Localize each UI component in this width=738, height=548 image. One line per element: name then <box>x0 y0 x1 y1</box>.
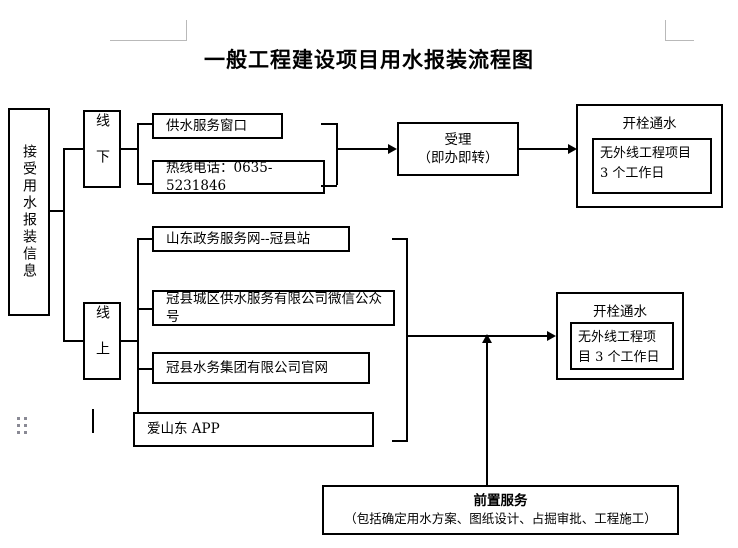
connector-online-merge-1 <box>392 238 408 240</box>
arrow-to-accept-icon <box>388 144 397 154</box>
node-label: 供水服务窗口 <box>166 117 247 134</box>
node-label: 线上 <box>94 305 110 377</box>
margin-guide-top-left <box>110 20 187 41</box>
node-accept[interactable]: 受理 （即办即转） <box>397 122 519 176</box>
connector-source-stem <box>50 210 64 212</box>
connector-source-split <box>63 148 65 342</box>
node-online-channel[interactable]: 线上 <box>83 302 121 380</box>
node-result-offline[interactable]: 开栓通水 无外线工程项目 3 个工作日 <box>576 104 723 208</box>
node-label: 山东政务服务网--冠县站 <box>166 230 311 247</box>
connector-online-fan <box>137 238 139 440</box>
node-aishandong-app[interactable]: 爱山东 APP <box>133 412 374 447</box>
connector-offline-merge-1 <box>321 123 337 125</box>
arrow-preservice-up-icon <box>482 334 492 343</box>
connector-to-offline <box>63 148 85 150</box>
connector-offline-out <box>121 148 138 150</box>
node-result-online-detail: 无外线工程项 目 3 个工作日 <box>570 322 674 370</box>
connector-online-to-result <box>407 335 550 337</box>
connector-offline-to-accept <box>337 148 391 150</box>
arrow-to-result-online-icon <box>547 331 556 341</box>
arrow-to-result-offline-icon <box>568 144 577 154</box>
detail-line2: 目 3 个工作日 <box>578 349 660 365</box>
node-label: 热线电话：0635-5231846 <box>166 159 273 194</box>
node-label: 线下 <box>94 113 110 185</box>
node-hotline[interactable]: 热线电话：0635-5231846 <box>152 160 325 194</box>
detail-line2: 3 个工作日 <box>600 165 665 181</box>
node-result-online[interactable]: 开栓通水 无外线工程项 目 3 个工作日 <box>556 292 684 380</box>
node-water-group-website[interactable]: 冠县水务集团有限公司官网 <box>152 352 370 384</box>
connector-offline-item-1 <box>137 123 153 125</box>
drag-handle-icon[interactable] <box>17 417 30 437</box>
node-title: 开栓通水 <box>622 116 677 132</box>
node-label: 接受用水报装信息 <box>21 144 37 280</box>
connector-accept-to-result <box>519 148 571 150</box>
node-receive-water-application-info[interactable]: 接受用水报装信息 <box>8 108 50 316</box>
connector-offline-merge-spine <box>336 123 338 185</box>
connector-offline-merge-2 <box>321 185 337 187</box>
connector-offline-item-2 <box>137 183 153 185</box>
node-result-offline-detail: 无外线工程项目 3 个工作日 <box>592 138 712 194</box>
margin-guide-top-right <box>665 20 694 41</box>
connector-online-merge-spine <box>406 238 408 440</box>
node-label-line1: 受理 <box>444 131 472 148</box>
node-pre-service[interactable]: 前置服务 （包括确定用水方案、图纸设计、占掘审批、工程施工） <box>322 485 679 535</box>
detail-line1: 无外线工程项目 <box>600 146 692 161</box>
connector-offline-fan <box>137 123 139 185</box>
node-service-window[interactable]: 供水服务窗口 <box>152 113 283 139</box>
node-label-line1: 前置服务 <box>473 493 528 510</box>
text-caret <box>92 409 94 433</box>
node-label: 爱山东 APP <box>147 421 220 438</box>
node-offline-channel[interactable]: 线下 <box>83 110 121 188</box>
node-shandong-gov-service-site[interactable]: 山东政务服务网--冠县站 <box>152 226 350 252</box>
node-label-line2: （包括确定用水方案、图纸设计、占掘审批、工程施工） <box>344 510 657 526</box>
page-title: 一般工程建设项目用水报装流程图 <box>204 47 534 72</box>
connector-online-merge-4 <box>392 440 408 442</box>
connector-online-item-1 <box>137 238 153 240</box>
detail-line1: 无外线工程项 <box>578 330 657 345</box>
connector-online-out <box>121 340 138 342</box>
node-title: 开栓通水 <box>593 304 647 320</box>
node-label-line2: （即办即转） <box>417 150 499 166</box>
connector-online-item-2 <box>137 308 153 310</box>
node-label: 冠县水务集团有限公司官网 <box>166 359 328 376</box>
connector-preservice-up <box>486 338 488 486</box>
node-wechat-official-account[interactable]: 冠县城区供水服务有限公司微信公众号 <box>152 290 395 326</box>
node-label: 冠县城区供水服务有限公司微信公众号 <box>166 290 382 325</box>
connector-to-online <box>63 340 85 342</box>
connector-online-item-3 <box>137 368 153 370</box>
